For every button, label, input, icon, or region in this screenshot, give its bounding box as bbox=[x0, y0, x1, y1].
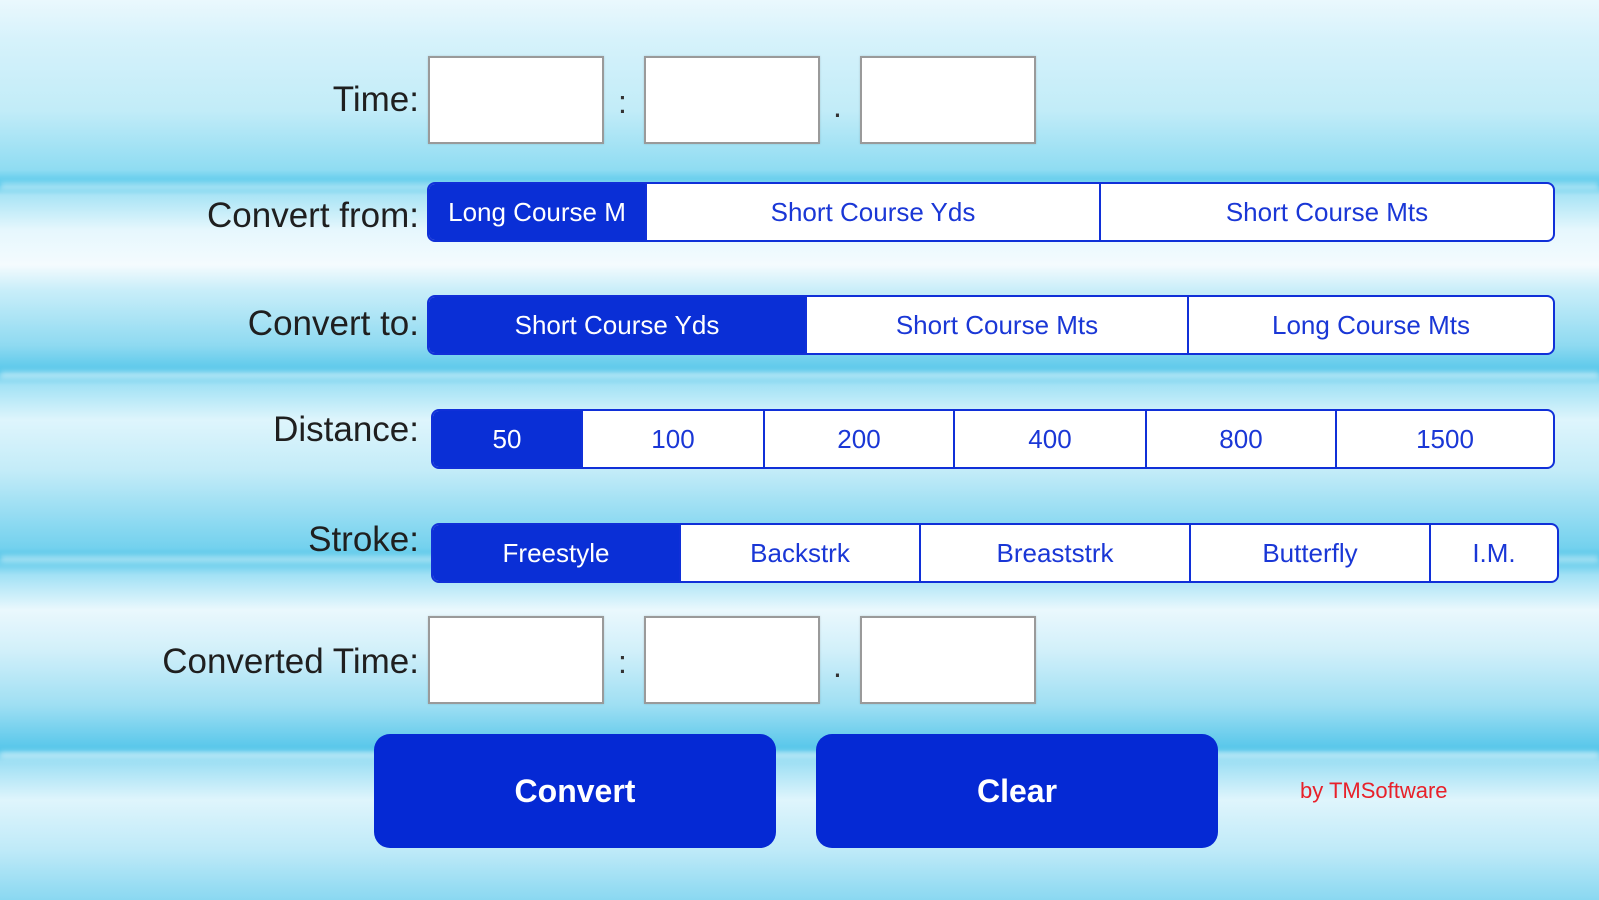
distance-option[interactable]: 50 bbox=[433, 411, 583, 467]
convert-to-option[interactable]: Short Course Yds bbox=[429, 297, 807, 353]
convert-from-option[interactable]: Long Course M bbox=[429, 184, 647, 240]
time-colon-separator: : bbox=[618, 84, 627, 120]
converted-seconds-field bbox=[644, 616, 820, 704]
converted-minutes-field bbox=[428, 616, 604, 704]
convert-button[interactable]: Convert bbox=[374, 734, 776, 848]
stroke-option[interactable]: Backstrk bbox=[681, 525, 921, 581]
convert-to-label: Convert to: bbox=[247, 304, 419, 343]
time-seconds-field[interactable] bbox=[644, 56, 820, 144]
converted-dot-separator: . bbox=[833, 648, 842, 684]
converted-time-label: Converted Time: bbox=[162, 642, 419, 681]
distance-option[interactable]: 100 bbox=[583, 411, 765, 467]
background-streak bbox=[0, 372, 1599, 378]
credit-text: by TMSoftware bbox=[1300, 778, 1448, 803]
convert-to-option[interactable]: Short Course Mts bbox=[807, 297, 1189, 353]
stroke-option[interactable]: Freestyle bbox=[433, 525, 681, 581]
distance-option[interactable]: 400 bbox=[955, 411, 1147, 467]
distance-option[interactable]: 200 bbox=[765, 411, 955, 467]
stroke-option[interactable]: Butterfly bbox=[1191, 525, 1431, 581]
stroke-option[interactable]: I.M. bbox=[1472, 537, 1516, 568]
convert-from-option[interactable]: Short Course Yds bbox=[647, 184, 1101, 240]
time-hundredths-field[interactable] bbox=[860, 56, 1036, 144]
distance-option[interactable]: 1500 bbox=[1416, 423, 1474, 454]
stroke-option[interactable]: Breaststrk bbox=[921, 525, 1191, 581]
time-dot-separator: . bbox=[833, 88, 842, 124]
background-streak bbox=[0, 752, 1599, 758]
distance-label: Distance: bbox=[273, 410, 419, 449]
time-minutes-field[interactable] bbox=[428, 56, 604, 144]
clear-button[interactable]: Clear bbox=[816, 734, 1218, 848]
convert-from-segmented-control: Long Course M Short Course Yds Short Cou… bbox=[427, 182, 1555, 242]
time-label: Time: bbox=[332, 80, 419, 119]
convert-to-segmented-control: Short Course Yds Short Course Mts Long C… bbox=[427, 295, 1555, 355]
convert-from-label: Convert from: bbox=[207, 196, 419, 235]
convert-from-option[interactable]: Short Course Mts bbox=[1225, 196, 1429, 227]
distance-segmented-control: 50 100 200 400 800 1500 bbox=[431, 409, 1555, 469]
stroke-label: Stroke: bbox=[308, 520, 419, 559]
converted-hundredths-field bbox=[860, 616, 1036, 704]
stroke-segmented-control: Freestyle Backstrk Breaststrk Butterfly … bbox=[431, 523, 1559, 583]
distance-option[interactable]: 800 bbox=[1147, 411, 1337, 467]
converted-colon-separator: : bbox=[618, 644, 627, 680]
convert-to-option[interactable]: Long Course Mts bbox=[1272, 309, 1470, 340]
